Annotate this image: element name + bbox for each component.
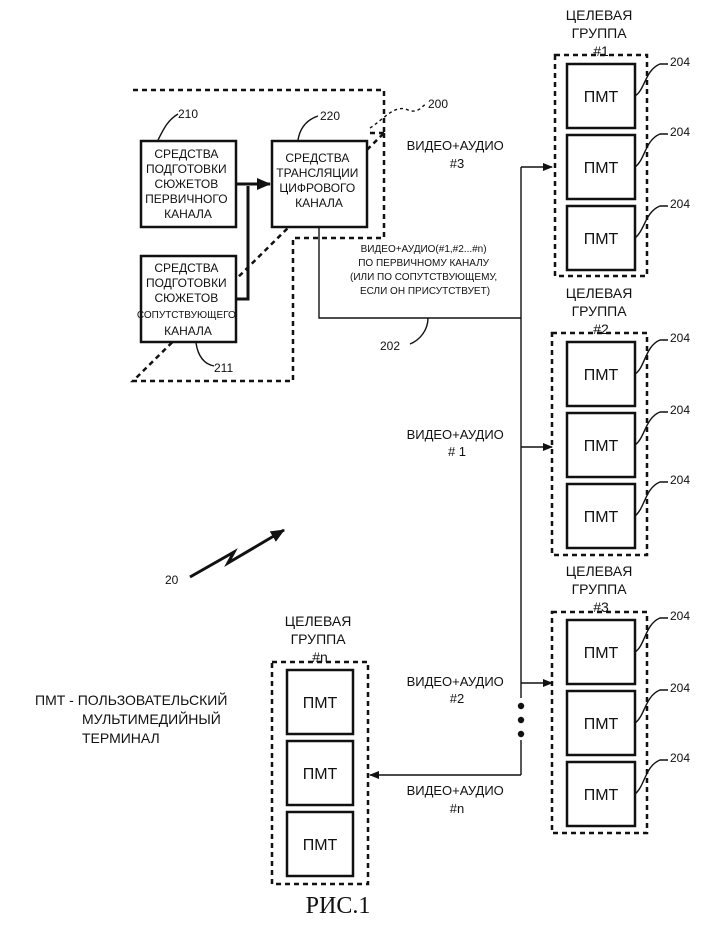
ref-204-leader: [635, 64, 668, 96]
ellipsis-dot: [518, 731, 524, 737]
pmt-label: ПМТ: [584, 509, 619, 526]
ref-220: 220: [320, 109, 340, 123]
pmt-label: ПМТ: [584, 438, 619, 455]
group-n-title: ЦЕЛЕВАЯ ГРУППА #n: [285, 613, 355, 665]
ref-204: 204: [670, 751, 690, 765]
ref-20: 20: [165, 573, 179, 587]
ref-204: 204: [670, 125, 690, 139]
feed-label-3: ВИДЕО+АУДИО #3: [407, 138, 508, 171]
pmt-label: ПМТ: [584, 89, 619, 106]
target-group-1: ЦЕЛЕВАЯ ГРУППА #1 ПМТ ПМТ ПМТ 204 204 20…: [555, 7, 690, 276]
ref-204: 204: [670, 609, 690, 623]
system-ref: 200: [428, 97, 448, 111]
group-2-title: ЦЕЛЕВАЯ ГРУППА #2: [566, 285, 636, 337]
ref-210: 210: [178, 107, 198, 121]
target-group-n: ЦЕЛЕВАЯ ГРУППА #n ПМТ ПМТ ПМТ: [272, 613, 368, 884]
system-ref-leader: [370, 104, 426, 128]
overall-ref-20: 20: [165, 530, 284, 587]
ref-204-leader: [635, 760, 668, 794]
target-group-3: ЦЕЛЕВАЯ ГРУППА #3 ПМТ ПМТ ПМТ 204 204 20…: [552, 563, 690, 833]
ref-204: 204: [670, 197, 690, 211]
group-3-title: ЦЕЛЕВАЯ ГРУППА #3: [566, 563, 636, 615]
lightning-arrow: [190, 530, 284, 577]
ref-204-leader: [635, 690, 668, 723]
ref-204-leader: [635, 618, 668, 652]
ref-204-leader: [635, 340, 668, 374]
pmt-label: ПМТ: [303, 766, 338, 783]
ref-204-leader: [635, 134, 668, 167]
ref-202-leader: [410, 318, 428, 344]
ref-211-leader: [196, 343, 214, 366]
pmt-label: ПМТ: [303, 695, 338, 712]
pmt-label: ПМТ: [303, 837, 338, 854]
pmt-label: ПМТ: [584, 716, 619, 733]
system-200: 200 СРЕДСТВА ПОДГОТОВКИ СЮЖЕТОВ ПЕРВИЧНО…: [133, 90, 448, 381]
ref-204: 204: [670, 403, 690, 417]
ref-204-leader: [635, 206, 668, 238]
ref-202: 202: [380, 339, 400, 353]
group-1-title: ЦЕЛЕВАЯ ГРУППА #1: [566, 7, 636, 59]
pmt-label: ПМТ: [584, 645, 619, 662]
pmt-label: ПМТ: [584, 231, 619, 248]
secondary-to-broadcast-line: [236, 186, 248, 299]
ref-204: 204: [670, 331, 690, 345]
ellipsis-dot: [518, 703, 524, 709]
figure-caption: РИС.1: [306, 893, 371, 919]
ref-210-leader: [158, 114, 178, 140]
pmt-label: ПМТ: [584, 160, 619, 177]
ref-220-leader: [298, 116, 318, 140]
pmt-label: ПМТ: [584, 787, 619, 804]
pmt-label: ПМТ: [584, 367, 619, 384]
ref-204: 204: [670, 681, 690, 695]
channel-label: ВИДЕО+АУДИО(#1,#2...#n) ПО ПЕРВИЧНОМУ КА…: [350, 244, 500, 297]
ref-204: 204: [670, 473, 690, 487]
feed-label-n: ВИДЕО+АУДИО #n: [407, 783, 508, 816]
feed-label-1: ВИДЕО+АУДИО # 1: [407, 427, 508, 459]
legend: ПМТ - ПОЛЬЗОВАТЕЛЬСКИЙ МУЛЬТИМЕДИЙНЫЙ ТЕ…: [35, 691, 231, 746]
ref-211: 211: [214, 361, 233, 375]
target-group-2: ЦЕЛЕВАЯ ГРУППА #2 ПМТ ПМТ ПМТ 204 204 20…: [552, 285, 690, 555]
feed-label-2: ВИДЕО+АУДИО #2: [407, 674, 508, 706]
ref-204: 204: [670, 55, 690, 69]
ellipsis-dot: [518, 717, 524, 723]
ref-204-leader: [635, 412, 668, 445]
ref-204-leader: [635, 482, 668, 516]
